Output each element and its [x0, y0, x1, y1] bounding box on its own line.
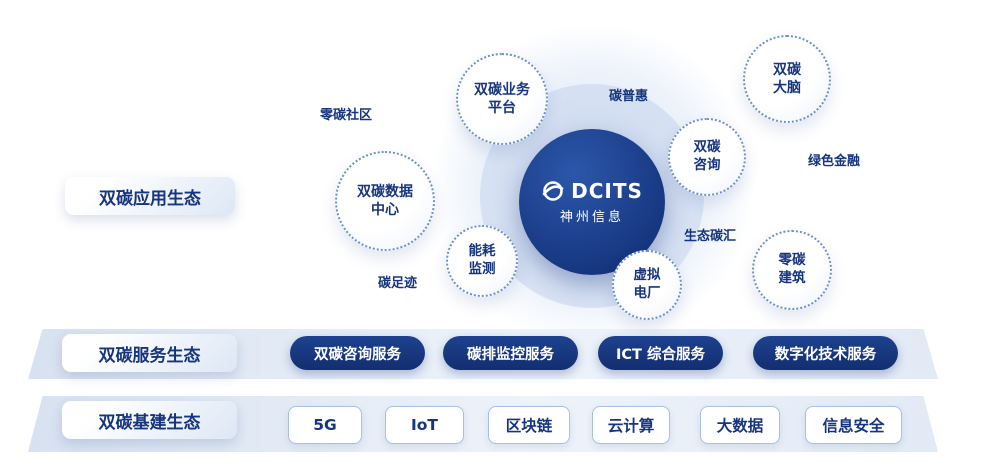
brand-name-cn: 神州信息 — [559, 210, 624, 225]
bubble-virtual-power-plant: 虚拟 电厂 — [612, 250, 682, 320]
service-pill-consulting: 双碳咨询服务 — [290, 336, 425, 370]
service-pill-digital-tech: 数字化技术服务 — [753, 336, 898, 370]
bubble-data-center: 双碳数据 中心 — [335, 151, 435, 251]
infra-pill-big-data: 大数据 — [700, 406, 780, 444]
brand-row: DCITS — [541, 179, 643, 203]
bubble-dual-carbon-brain: 双碳 大脑 — [743, 35, 831, 123]
row-label-infrastructure-ecosystem: 双碳基建生态 — [62, 401, 237, 439]
bubble-consulting: 双碳 咨询 — [668, 118, 746, 196]
infra-pill-blockchain: 区块链 — [488, 406, 570, 444]
bubble-business-platform: 双碳业务 平台 — [456, 53, 548, 145]
label-carbon-inclusion: 碳普惠 — [609, 89, 649, 104]
service-pill-emission-monitoring: 碳排监控服务 — [443, 336, 578, 370]
infra-pill-information-security: 信息安全 — [805, 406, 902, 444]
infra-pill-5g: 5G — [288, 406, 362, 444]
label-zero-carbon-community: 零碳社区 — [320, 108, 373, 123]
brand-name: DCITS — [571, 179, 643, 203]
label-green-finance: 绿色金融 — [808, 154, 861, 169]
bubble-zero-carbon-building: 零碳 建筑 — [752, 230, 832, 310]
infra-pill-cloud-computing: 云计算 — [592, 406, 670, 444]
dcits-logo-icon — [541, 179, 565, 203]
row-label-application-ecosystem: 双碳应用生态 — [65, 177, 235, 215]
label-ecological-carbon-sink: 生态碳汇 — [684, 229, 737, 244]
row-label-service-ecosystem: 双碳服务生态 — [62, 334, 237, 372]
bubble-energy-monitoring: 能耗 监测 — [446, 225, 518, 297]
label-carbon-footprint: 碳足迹 — [378, 276, 418, 291]
service-pill-ict: ICT 综合服务 — [598, 336, 723, 370]
infra-pill-iot: IoT — [385, 406, 464, 444]
